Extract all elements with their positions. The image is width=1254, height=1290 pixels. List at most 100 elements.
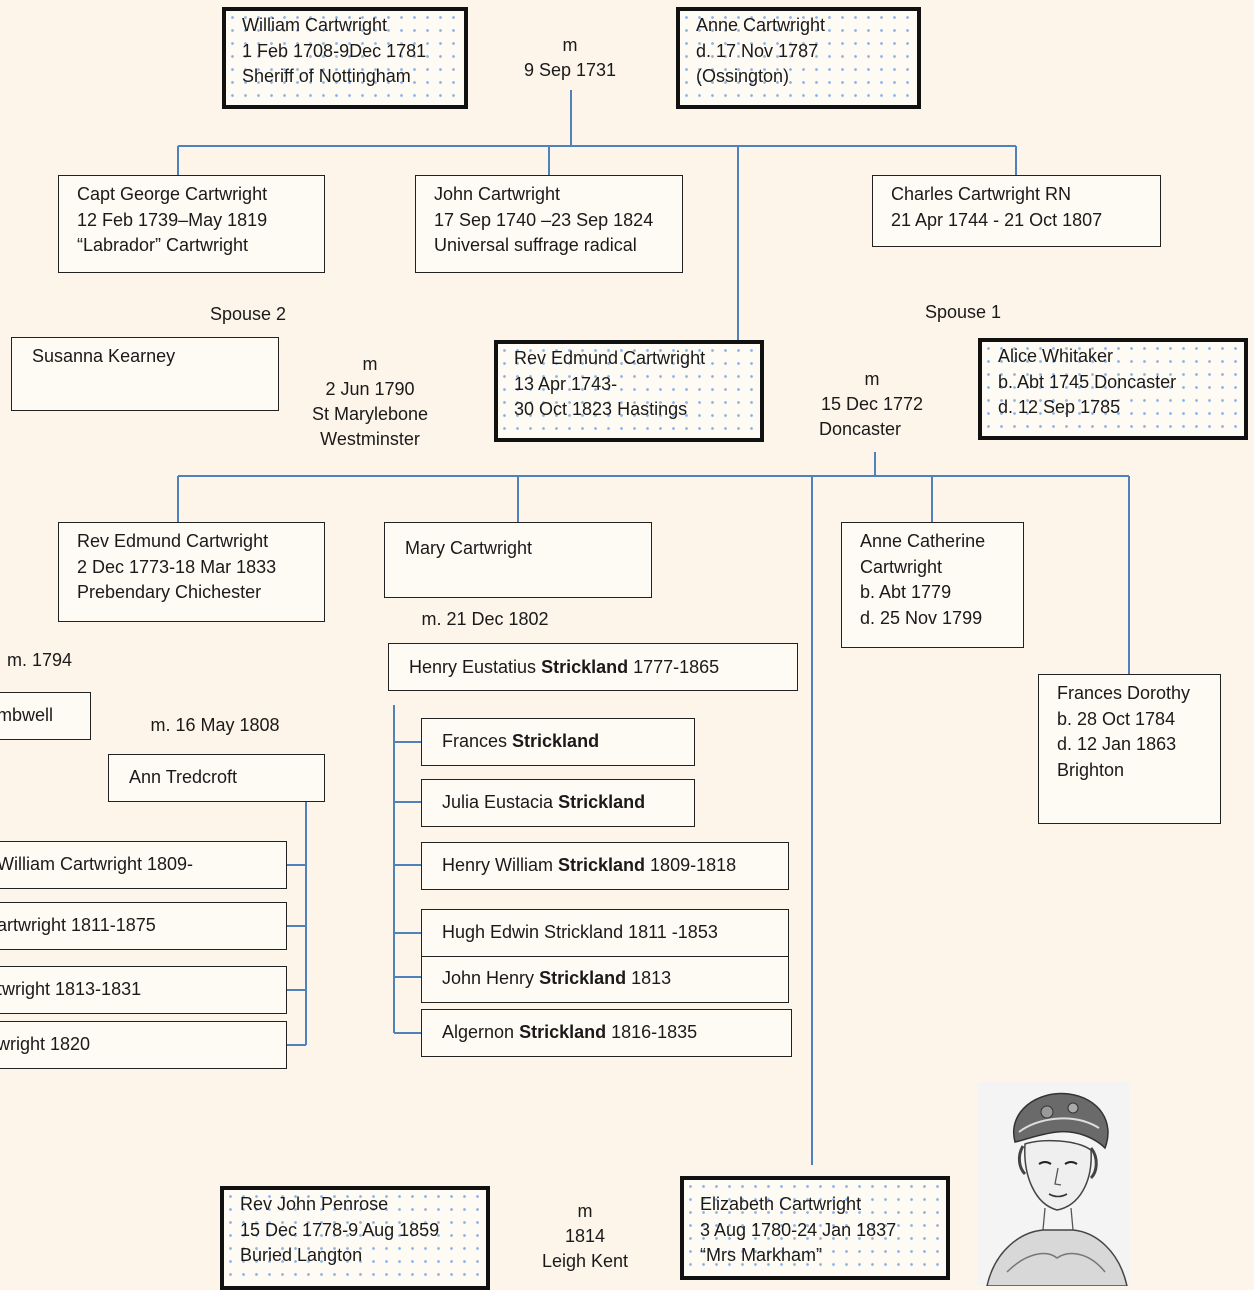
anne-catherine-box[interactable]: Anne Catherine Cartwright b. Abt 1779 d.…: [841, 522, 1024, 648]
marriage-m: m: [362, 354, 378, 374]
marriage-label-1731: m 9 Sep 1731: [505, 33, 635, 83]
name: William Cartwright: [242, 15, 388, 35]
marriage-label-1794: m. 1794: [6, 650, 72, 670]
place: Brighton: [1057, 759, 1125, 780]
dates: 15 Dec 1778-9 Aug 1859: [240, 1219, 440, 1240]
child-surname: Strickland: [558, 792, 646, 812]
note: “Labrador” Cartwright: [77, 235, 249, 255]
spouse-1-label: Spouse 1: [924, 302, 1002, 322]
child-dates: 1816-1835: [606, 1022, 698, 1042]
name: Ann Tredcroft: [129, 767, 238, 787]
strickland-child-box[interactable]: Frances Strickland: [421, 718, 695, 766]
name-surname: Strickland: [541, 657, 629, 677]
child-dates: 1813: [626, 968, 672, 988]
dates: d. 17 Nov 1787: [696, 40, 819, 61]
dates-2: 30 Oct 1823 Hastings: [514, 399, 688, 419]
name: wright 1820: [0, 1034, 91, 1054]
note: Prebendary Chichester: [77, 582, 262, 602]
child-name: Henry William: [442, 855, 559, 875]
marriage-label-1814: m 1814 Leigh Kent: [520, 1199, 650, 1274]
marriage-place-2: Westminster: [320, 429, 420, 449]
marriage-label-1808: m. 16 May 1808: [150, 715, 280, 735]
spouse-fragment-box[interactable]: mbwell: [0, 692, 91, 740]
name: Rev Edmund Cartwright: [514, 348, 706, 368]
note: Universal suffrage radical: [434, 235, 637, 255]
name: Elizabeth Cartwright: [700, 1194, 862, 1214]
name: Rev Edmund Cartwright: [77, 531, 269, 551]
note: (Ossington): [696, 66, 790, 86]
marriage-date: 9 Sep 1731: [523, 60, 617, 80]
dates-2: d. 12 Sep 1785: [998, 397, 1121, 417]
william-cartwright-box[interactable]: William Cartwright 1 Feb 1708-9Dec 1781 …: [222, 7, 468, 109]
dates: b. Abt 1745 Doncaster: [998, 371, 1177, 392]
frances-dorothy-box[interactable]: Frances Dorothy b. 28 Oct 1784 d. 12 Jan…: [1038, 674, 1221, 824]
name: Anne Cartwright: [696, 15, 826, 35]
marriage-m: m: [562, 35, 578, 55]
name: Mary Cartwright: [405, 538, 533, 558]
strickland-child-box[interactable]: Henry William Strickland 1809-1818: [421, 842, 789, 890]
child-surname: Strickland: [539, 968, 627, 988]
child-surname: Strickland: [558, 855, 646, 875]
mary-cartwright-box[interactable]: Mary Cartwright: [384, 522, 652, 598]
name: William Cartwright 1809-: [0, 854, 194, 874]
strickland-child-box[interactable]: Julia Eustacia Strickland: [421, 779, 695, 827]
name: John Cartwright: [434, 184, 561, 204]
dates: 12 Feb 1739–May 1819: [77, 209, 268, 230]
name: Charles Cartwright RN: [891, 184, 1072, 204]
name-dates: 1777-1865: [628, 657, 720, 677]
elizabeth-cartwright-box[interactable]: Elizabeth Cartwright 3 Aug 1780-24 Jan 1…: [680, 1176, 950, 1280]
susanna-kearney-box[interactable]: Susanna Kearney: [11, 337, 279, 411]
portrait-icon: [977, 1082, 1129, 1286]
alice-whitaker-box[interactable]: Alice Whitaker b. Abt 1745 Doncaster d. …: [978, 338, 1248, 440]
dates: 21 Apr 1744 - 21 Oct 1807: [891, 209, 1103, 230]
name: artwright 1811-1875: [0, 915, 156, 935]
spouse-2-label: Spouse 2: [209, 304, 287, 324]
name: Rev John Penrose: [240, 1194, 389, 1214]
cartwright-child-box[interactable]: wright 1820: [0, 1021, 287, 1069]
marriage-place: Doncaster: [819, 419, 902, 439]
child-dates: 1809-1818: [645, 855, 737, 875]
marriage-place: St Marylebone: [311, 404, 429, 424]
edmund-cartwright-box[interactable]: Rev Edmund Cartwright 13 Apr 1743- 30 Oc…: [494, 340, 764, 442]
dates: 13 Apr 1743-: [514, 373, 618, 394]
rev-edmund-jr-box[interactable]: Rev Edmund Cartwright 2 Dec 1773-18 Mar …: [58, 522, 325, 622]
marriage-date: 2 Jun 1790: [325, 379, 415, 399]
birth: b. 28 Oct 1784: [1057, 708, 1176, 729]
strickland-child-box[interactable]: Algernon Strickland 1816-1835: [421, 1009, 792, 1057]
name: twright 1813-1831: [0, 979, 142, 999]
name: Frances Dorothy: [1057, 683, 1191, 703]
marriage-place: Leigh Kent: [541, 1251, 629, 1271]
dates: 2 Dec 1773-18 Mar 1833: [77, 556, 277, 577]
john-cartwright-box[interactable]: John Cartwright 17 Sep 1740 –23 Sep 1824…: [415, 175, 683, 273]
marriage-label-1790: m 2 Jun 1790 St Marylebone Westminster: [295, 352, 445, 452]
dates: 17 Sep 1740 –23 Sep 1824: [434, 209, 654, 230]
mary-marriage-label: m. 21 Dec 1802: [421, 609, 549, 629]
child-surname: Strickland: [519, 1022, 607, 1042]
child-name: Hugh Edwin Strickland 1811 -1853: [442, 922, 718, 942]
marriage-m: m: [577, 1201, 593, 1221]
charles-cartwright-box[interactable]: Charles Cartwright RN 21 Apr 1744 - 21 O…: [872, 175, 1161, 247]
strickland-child-box[interactable]: Hugh Edwin Strickland 1811 -1853: [421, 909, 789, 957]
child-name: John Henry: [442, 968, 540, 988]
name: Anne Catherine: [860, 531, 986, 551]
marriage-date: 15 Dec 1772: [820, 394, 924, 414]
marriage-date: 1814: [564, 1226, 606, 1246]
death: d. 25 Nov 1799: [860, 607, 983, 628]
note: Sheriff of Nottingham: [242, 66, 411, 86]
cartwright-child-box[interactable]: twright 1813-1831: [0, 966, 287, 1014]
cartwright-child-box[interactable]: artwright 1811-1875: [0, 902, 287, 950]
anne-cartwright-box[interactable]: Anne Cartwright d. 17 Nov 1787 (Ossingto…: [676, 7, 921, 109]
george-cartwright-box[interactable]: Capt George Cartwright 12 Feb 1739–May 1…: [58, 175, 325, 273]
cartwright-child-box[interactable]: William Cartwright 1809-: [0, 841, 287, 889]
name: Capt George Cartwright: [77, 184, 268, 204]
child-surname: Strickland: [512, 731, 600, 751]
ann-tredcroft-box[interactable]: Ann Tredcroft: [108, 754, 325, 802]
birth: b. Abt 1779: [860, 582, 952, 602]
strickland-child-box[interactable]: John Henry Strickland 1813: [421, 956, 789, 1003]
death: d. 12 Jan 1863: [1057, 734, 1177, 754]
dates: 3 Aug 1780-24 Jan 1837: [700, 1219, 897, 1240]
name: Alice Whitaker: [998, 346, 1114, 366]
henry-strickland-box[interactable]: Henry Eustatius Strickland 1777-1865: [388, 643, 798, 691]
john-penrose-box[interactable]: Rev John Penrose 15 Dec 1778-9 Aug 1859 …: [220, 1186, 490, 1290]
